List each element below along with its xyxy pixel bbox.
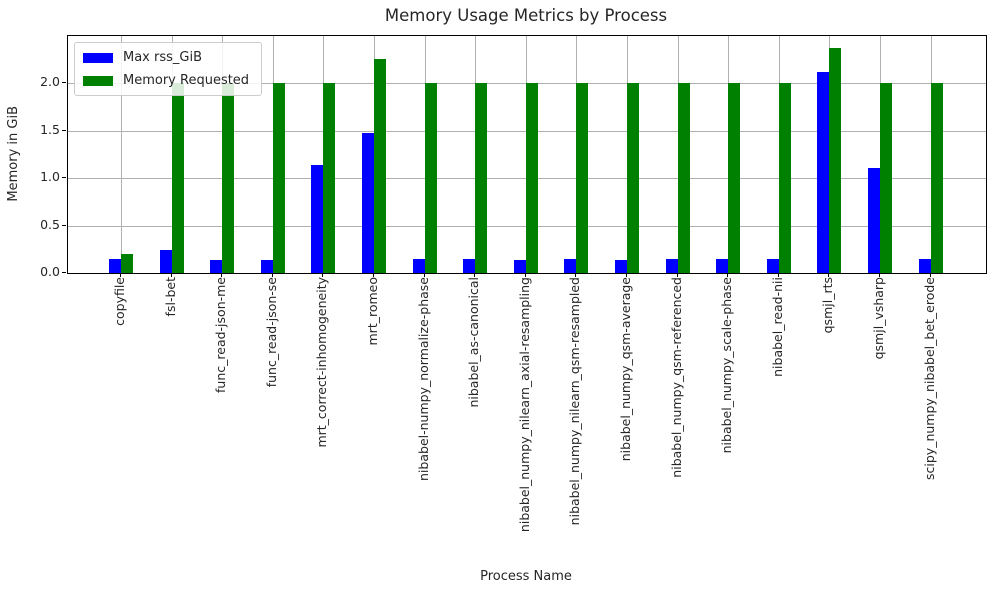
y-tick-mark [62,224,66,226]
bar-memory-requested [424,83,437,273]
x-tick-mark [221,273,223,277]
x-tick-mark [828,273,830,277]
y-tick-label: 1.0 [40,169,60,185]
x-tick-mark [170,273,172,277]
bar-memory-requested [222,83,235,273]
bar-max-rss [513,259,526,273]
chart-title: Memory Usage Metrics by Process [384,6,668,25]
bar-max-rss [868,167,880,273]
x-tick-label: nibabel_numpy_nilearn_axial-resampling [516,277,532,533]
legend: Max rss_GiB Memory Requested [74,42,263,96]
x-tick-label: mrt_correct-inhomogeneity [314,277,330,448]
bar-memory-requested [677,83,690,273]
y-tick-mark [62,272,66,273]
x-tick-label: nibabel_numpy_nilearn_qsm-resampled [567,277,583,526]
x-tick-label: nibabel-numpy_normalize-phase [415,277,431,481]
bar-memory-requested [829,48,842,273]
x-tick-label: nibabel_read-nii [769,277,785,377]
x-tick-mark [373,273,374,277]
bar-max-rss [159,250,172,273]
y-tick-label: 0.0 [40,264,60,279]
x-tick-label: func_read-json-me [213,277,229,393]
x-tick-mark [777,273,779,277]
x-tick-label: qsmjl_rts [820,277,836,334]
y-tick-label: 0.5 [40,216,60,232]
legend-swatch-max-rss-icon [83,52,113,63]
y-tick-mark [62,82,66,84]
y-tick-label: 1.5 [40,121,60,137]
bar-memory-requested [374,58,386,273]
bar-memory-requested [323,83,336,273]
legend-swatch-memory-requested-icon [83,75,113,86]
y-tick-label: 2.0 [40,74,60,90]
legend-label-memory-requested: Memory Requested [123,73,250,88]
bar-memory-requested [171,83,184,273]
v-gridline [121,36,122,273]
x-tick-mark [879,273,880,277]
x-tick-mark [676,273,678,277]
x-tick-label: nibabel_numpy_qsm-referenced [668,277,684,478]
x-tick-label: nibabel_numpy_scale-phase [719,277,735,454]
legend-item-memory-requested: Memory Requested [83,73,249,88]
x-tick-label: mrt_romeo [365,277,380,346]
plot-area [67,35,987,274]
bar-memory-requested [880,83,892,273]
bar-max-rss [463,258,476,273]
bar-max-rss [412,258,425,273]
x-tick-label: qsmjl_vsharp [871,277,886,360]
x-tick-label: func_read-json-se [263,277,279,388]
bar-max-rss [109,258,121,273]
y-axis-label-container: Memory in GiB [0,35,26,272]
bar-max-rss [311,164,324,273]
x-tick-mark [120,273,121,277]
x-axis-label: Process Name [480,569,572,584]
y-tick-mark [62,177,66,179]
x-tick-label: copyfile [112,277,127,326]
bar-memory-requested [778,83,791,273]
legend-item-max-rss: Max rss_GiB [83,50,249,65]
bar-max-rss [564,258,577,273]
bar-memory-requested [525,83,538,273]
x-tick-mark [474,273,476,277]
bar-memory-requested [627,83,639,273]
y-tick-mark [62,129,66,131]
bar-max-rss [210,259,223,273]
legend-label-max-rss: Max rss_GiB [123,50,203,65]
x-tick-mark [929,273,931,277]
bar-memory-requested [475,83,488,273]
bar-max-rss [766,258,779,273]
bar-max-rss [362,132,374,273]
bar-max-rss [615,259,627,273]
x-tick-mark [271,273,273,277]
bar-max-rss [716,258,729,273]
bar-max-rss [918,258,931,273]
bar-max-rss [665,258,678,273]
x-tick-mark [423,273,425,277]
bar-max-rss [260,259,273,273]
x-tick-mark [524,273,526,277]
bar-memory-requested [121,254,133,273]
bar-memory-requested [272,83,285,273]
x-tick-mark [575,273,577,277]
x-tick-label: nibabel_as-canonical [466,277,482,408]
x-tick-label: nibabel_numpy_qsm-average [618,277,633,462]
x-tick-mark [727,273,729,277]
x-tick-label: fsl-bet [162,277,178,317]
y-axis-label: Memory in GiB [5,105,21,202]
bar-memory-requested [576,83,589,273]
x-tick-mark [322,273,324,277]
bar-memory-requested [728,83,741,273]
x-tick-mark [626,273,627,277]
bar-max-rss [817,72,830,273]
bar-memory-requested [930,83,943,273]
x-tick-label: scipy_numpy_nibabel_bet_erode [921,277,937,480]
